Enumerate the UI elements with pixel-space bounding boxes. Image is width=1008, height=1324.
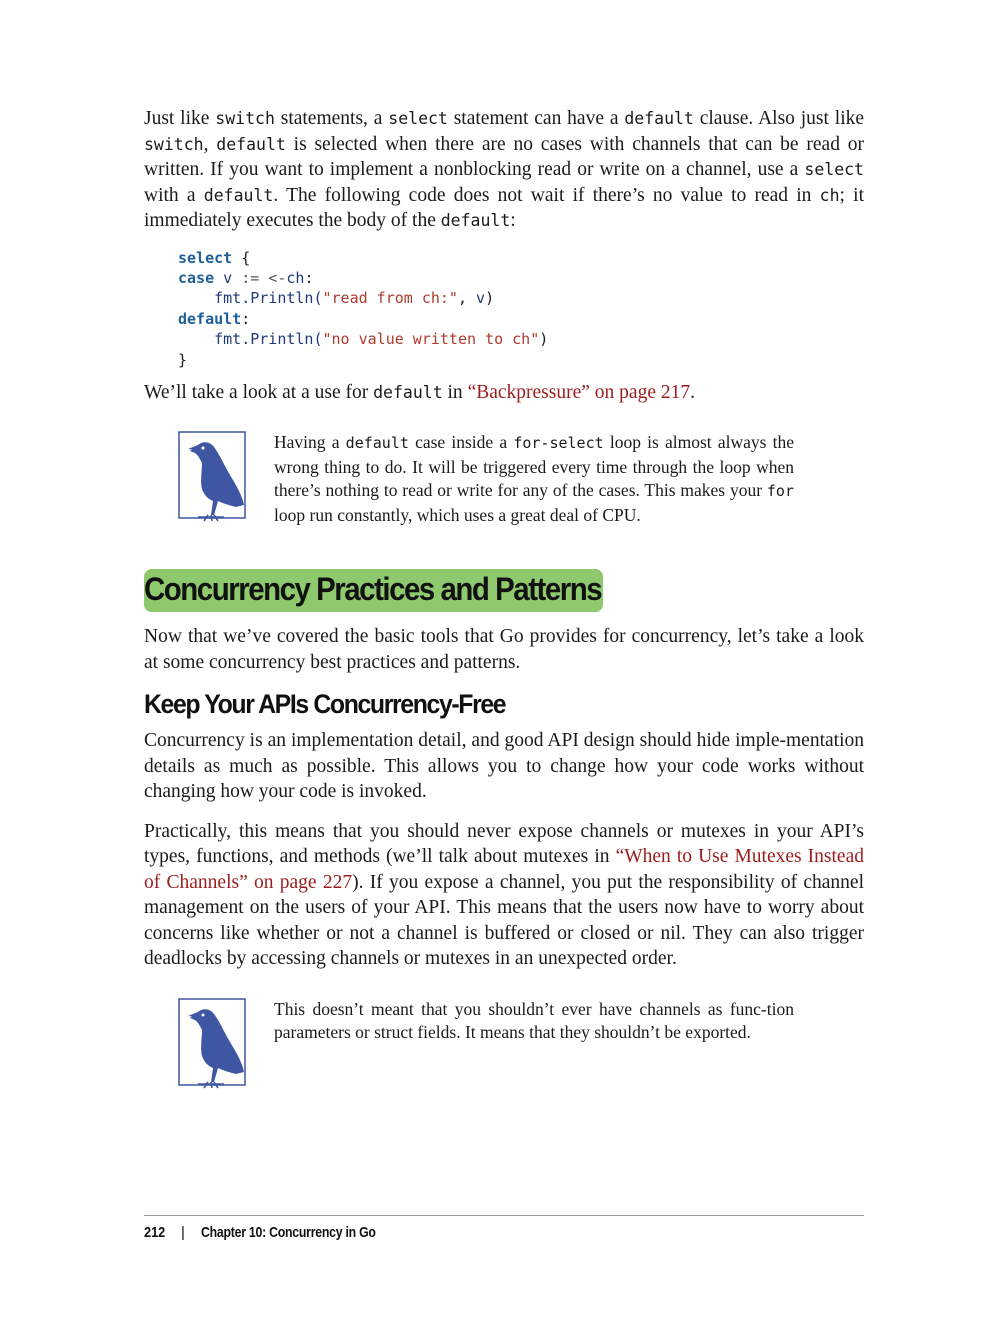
note-text: This doesn’t meant that you shouldn’t ev… (274, 998, 794, 1043)
text: clause. Also just like (693, 108, 865, 129)
paragraph-implementation-detail: Concurrency is an implementation detail,… (144, 730, 864, 803)
inline-code: switch (144, 134, 204, 154)
mutexes-link[interactable]: “When to Use Mutexes Instead of Channels… (144, 846, 864, 893)
code-operator: := <- (232, 268, 287, 287)
text: statement can have a (447, 108, 625, 129)
text: loop run constantly, which uses a great … (274, 504, 641, 525)
text: . (690, 381, 695, 403)
text: statements, a (274, 108, 389, 129)
page-content: Just like switch statements, a select st… (144, 106, 864, 1108)
paragraph-intro: Now that we’ve covered the basic tools t… (144, 626, 864, 673)
text: Having a (274, 432, 346, 453)
text: . The following code does not wait if th… (273, 184, 820, 206)
inline-code: select (804, 160, 864, 179)
text: in (442, 381, 468, 403)
backpressure-link[interactable]: “Backpressure” on page 217 (467, 381, 691, 403)
bird-note-icon (178, 998, 246, 1089)
code-string: "read from ch:" (322, 289, 458, 308)
inline-code: for (766, 482, 794, 501)
text: loop is almost always the wrong thing to… (274, 432, 794, 501)
note-channels-parameters: This doesn’t meant that you shouldn’t ev… (178, 998, 864, 1090)
paragraph-select-default: Just like switch statements, a select st… (144, 106, 864, 234)
text: Just like (144, 108, 216, 129)
text: case inside a (408, 432, 514, 453)
paragraph-practically: Practically, this means that you should … (144, 819, 864, 972)
code-keyword: case (178, 268, 215, 287)
code-text: : (241, 309, 251, 328)
text: ). If you expose a channel, you put the … (144, 871, 864, 970)
code-text: , (457, 289, 477, 308)
inline-code: for-select (513, 434, 604, 453)
code-text: { (232, 248, 251, 267)
inline-code: ch (819, 185, 840, 205)
inline-code: default (203, 185, 274, 205)
code-identifier: v (476, 289, 486, 308)
text: Practically, this means that you should … (144, 820, 864, 868)
text: ; it immediately executes the body of th… (144, 184, 865, 232)
code-text: : (304, 268, 314, 287)
code-text: ) (485, 289, 495, 308)
inline-code: default (345, 434, 409, 453)
page-number: 212 (144, 1224, 166, 1241)
text: with a (144, 184, 204, 206)
section-title: Concurrency Practices and Patterns (144, 569, 604, 613)
inline-code: default (373, 382, 443, 402)
footer-separator: | (181, 1224, 185, 1241)
text: , (203, 133, 217, 155)
inline-code: default (624, 109, 694, 128)
code-identifier: v (214, 268, 233, 287)
bird-note-icon (178, 431, 246, 522)
inline-code: default (216, 134, 286, 154)
code-block: select { case v := <-ch: fmt.Println("re… (178, 248, 864, 370)
chapter-title: Chapter 10: Concurrency in Go (200, 1224, 376, 1241)
text: We’ll take a look at a use for (144, 381, 374, 403)
inline-code: select (388, 109, 448, 128)
text: is selected when there are no cases with… (144, 133, 864, 181)
note-default-in-for-select: Having a default case inside a for-selec… (178, 431, 864, 527)
code-text: ) (539, 330, 549, 349)
code-call: fmt.Println( (178, 289, 323, 308)
page-footer: 212 | Chapter 10: Concurrency in Go (144, 1215, 864, 1241)
note-text: Having a default case inside a for-selec… (274, 431, 794, 527)
code-keyword: select (178, 248, 233, 267)
inline-code: switch (215, 109, 275, 128)
inline-code: default (440, 211, 511, 230)
code-text: } (178, 350, 188, 369)
code-string: "no value written to ch" (322, 330, 540, 349)
text: : (510, 210, 516, 231)
paragraph-backpressure-ref: We’ll take a look at a use for default i… (144, 380, 864, 406)
subsection-title: Keep Your APIs Concurrency-Free (144, 689, 507, 720)
code-identifier: ch (286, 268, 305, 287)
code-keyword: default (178, 309, 242, 328)
code-call: fmt.Println( (178, 330, 323, 349)
